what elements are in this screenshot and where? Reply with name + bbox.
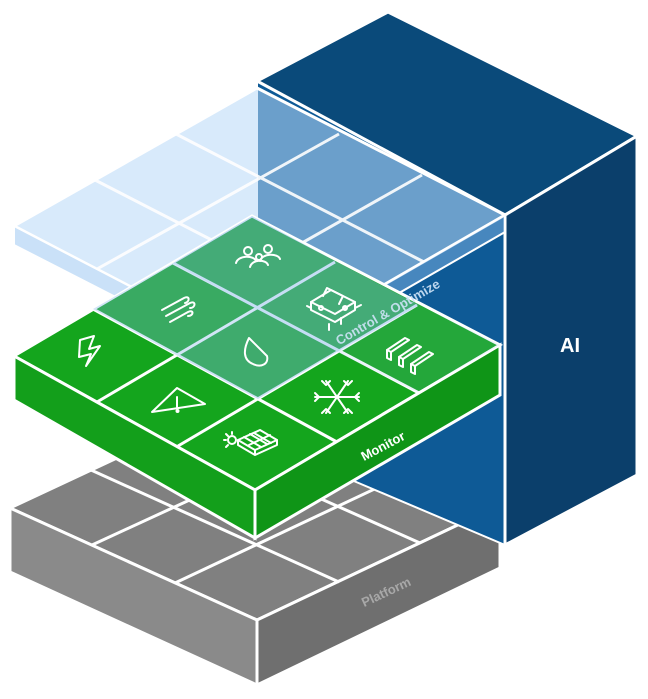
warning-icon: [151, 387, 206, 413]
ai-right-face: [503, 133, 639, 548]
lightning-icon: [78, 335, 101, 367]
server-racks-icon: [386, 337, 434, 375]
solar-panel-icon: [223, 429, 278, 456]
ai-label: AI: [560, 335, 580, 357]
robot-icon: [306, 287, 362, 331]
wind-icon: [161, 296, 196, 323]
snowflake-icon: [314, 380, 360, 414]
water-drop-icon: [243, 337, 269, 367]
monitor-layer: Monitor: [10, 214, 504, 541]
people-icon: [235, 244, 281, 268]
